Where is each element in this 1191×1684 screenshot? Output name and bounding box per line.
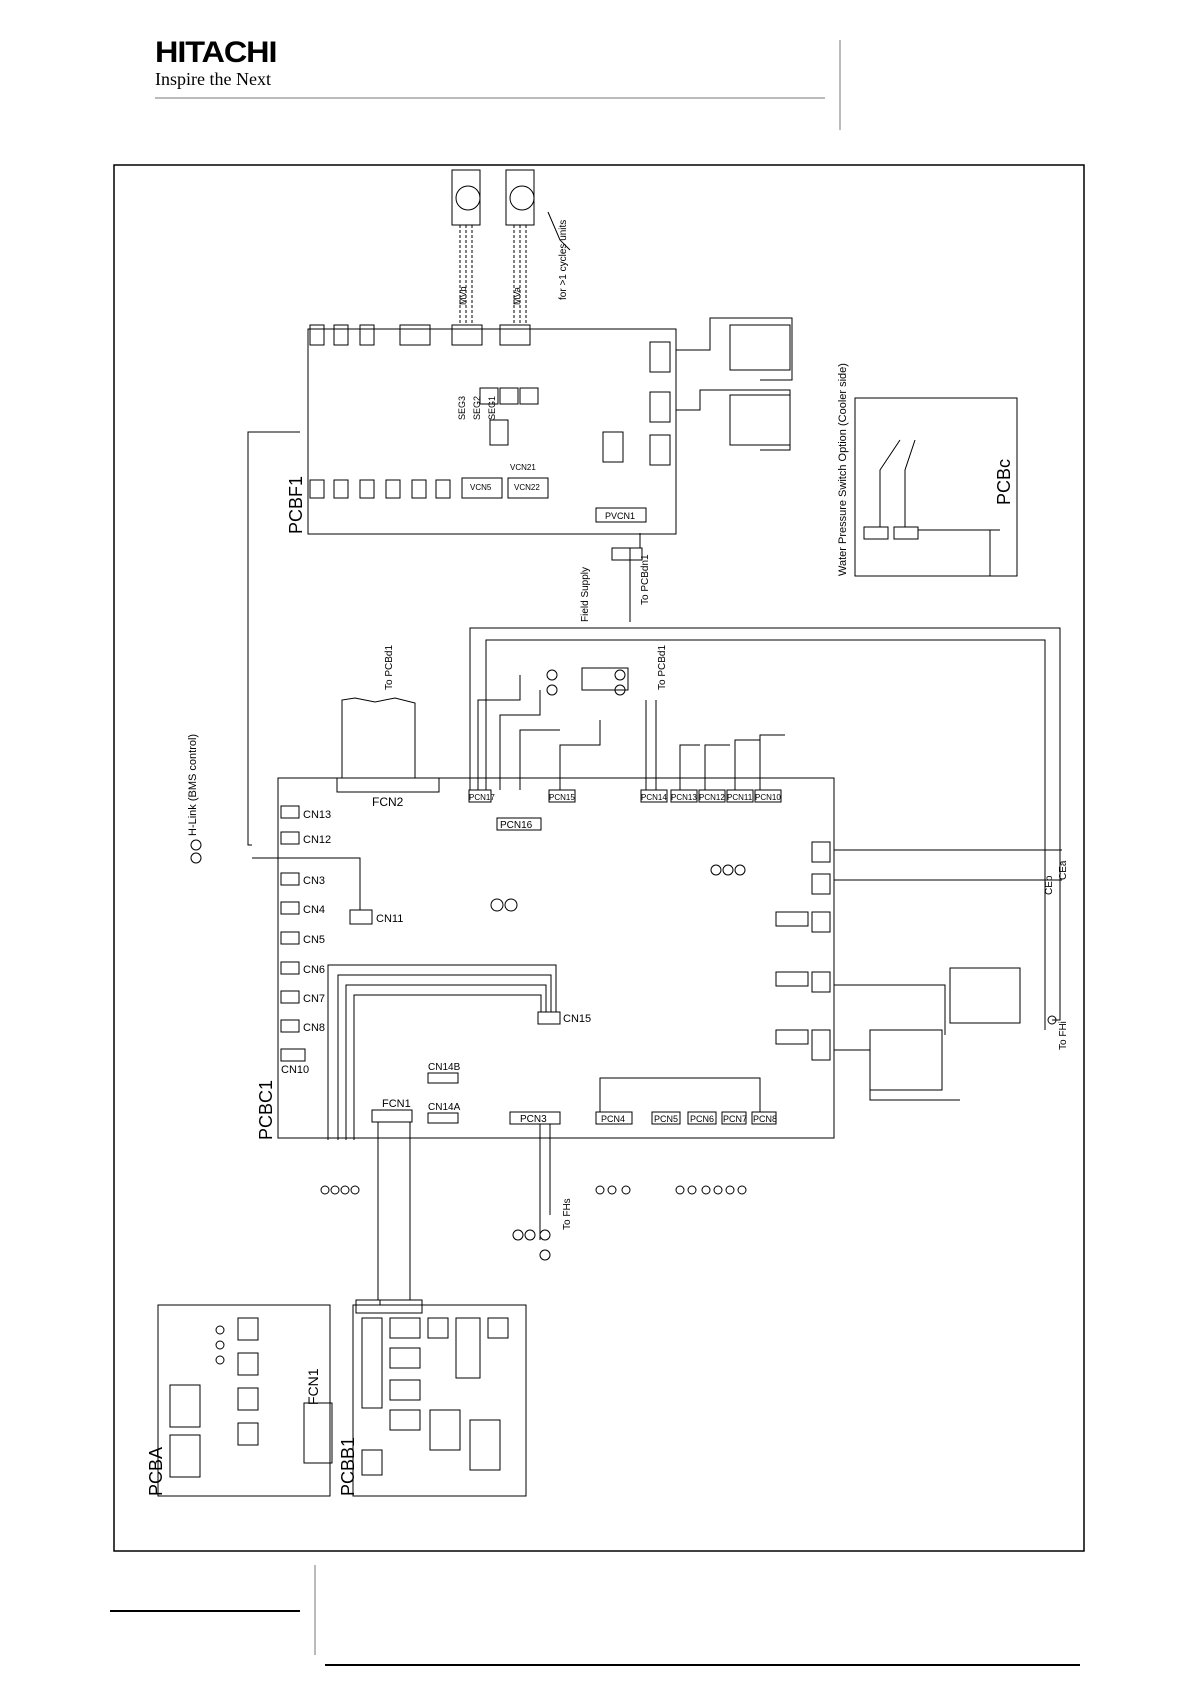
vcn22-label: VCN22 [514,483,540,492]
pcn-bottom-4: PCN8 [753,1114,777,1124]
pvcn1-label: PVCN1 [605,511,635,521]
cn-left-1: CN12 [303,834,331,846]
fcn2-block [336,777,440,793]
cn-left-8: CN10 [281,1064,309,1076]
pcn-top-2: PCN12 [699,793,725,802]
cn-left-2: CN3 [303,875,325,887]
seg-label-2: SEG3 [457,396,467,420]
for-cycles-label: for >1 cycles units [558,220,569,300]
cn14b-label: CN14B [428,1062,461,1073]
pcn-bottom-3: PCN7 [723,1114,747,1124]
brand-tagline: Inspire the Next [155,69,271,89]
cn-left-5: CN6 [303,964,325,976]
pcbf1-label: PCBF1 [286,476,306,534]
pcn-top-0: PCN14 [641,793,667,802]
pcn3-label: PCN3 [520,1114,547,1125]
seg-label-1: SEG2 [472,396,482,420]
pcbc-board [854,397,1018,577]
cn15-label: CN15 [563,1013,591,1025]
mvb-label: MVb [458,286,468,305]
fcn1-block [371,1109,413,1123]
cn14a-label: CN14A [428,1102,461,1113]
pcn-top-4: PCN10 [755,793,781,802]
pcn-top-1: PCN13 [671,793,697,802]
transformer-t1 [869,1029,943,1091]
fcn2-cable [341,697,416,778]
pcbb1-board [352,1304,527,1497]
pcbb1-label: PCBB1 [338,1437,358,1496]
hlink-line [247,431,300,846]
pcba-label: PCBA [146,1447,166,1496]
pcn3-block [509,1111,561,1125]
fcn1-label: FCN1 [382,1098,411,1110]
pcn-bottom-1: PCN5 [654,1114,678,1124]
fcn2-label: FCN2 [372,795,404,809]
pcn15-label: PCN15 [549,793,575,802]
pcbc-label: PCBc [994,459,1014,505]
pcn-bottom-0: PCN4 [601,1114,625,1124]
ceb-label: CEb [1044,875,1055,895]
pcbf1-board [307,328,677,535]
vcn21-label: VCN21 [510,463,536,472]
cn-left-7: CN8 [303,1022,325,1034]
cn-left-3: CN4 [303,904,325,916]
water-pressure-label: Water Pressure Switch Option (Cooler sid… [837,363,849,576]
to-pcbdn1-label: To PCBdn1 [640,554,651,605]
hitachi-logo: HITACHI Inspire the Next [155,38,305,90]
cn11-label: CN11 [376,913,403,925]
seg-label-0: SEG1 [487,396,497,420]
field-supply-label: Field Supply [580,567,591,622]
cea-label: CEa [1058,860,1069,880]
to-fhs-label: To FHs [562,1198,573,1230]
pcn16-label: PCN16 [500,820,533,831]
pcn-bottom-2: PCN6 [690,1114,714,1124]
hlink-label: H-Link (BMS control) [187,734,199,836]
cn-left-6: CN7 [303,993,325,1005]
pcbc1-board [277,777,835,1139]
cn-left-0: CN13 [303,809,331,821]
cn-left-4: CN5 [303,934,325,946]
pcn17-label: PCN17 [469,793,495,802]
diagram-frame [113,164,1085,1552]
transformer-t2 [949,967,1021,1024]
hlink-line-2 [252,857,361,910]
to-pcbd1-top-label: To PCBd1 [384,645,395,690]
to-pcbd1-label: To PCBd1 [657,645,668,690]
to-fhi-label: To FHi [1058,1021,1069,1050]
brand-name: HITACHI [155,36,278,69]
mva-label: MVa [512,287,522,305]
pcn-top-3: PCN11 [727,793,753,802]
pcbc1-label: PCBC1 [256,1080,276,1140]
fcn1b-label: FCN1 [305,1368,321,1405]
cn11-block [349,909,373,925]
cn15-block [537,1011,561,1025]
vcn5-label: VCN5 [470,483,492,492]
pcba-board [157,1304,331,1497]
